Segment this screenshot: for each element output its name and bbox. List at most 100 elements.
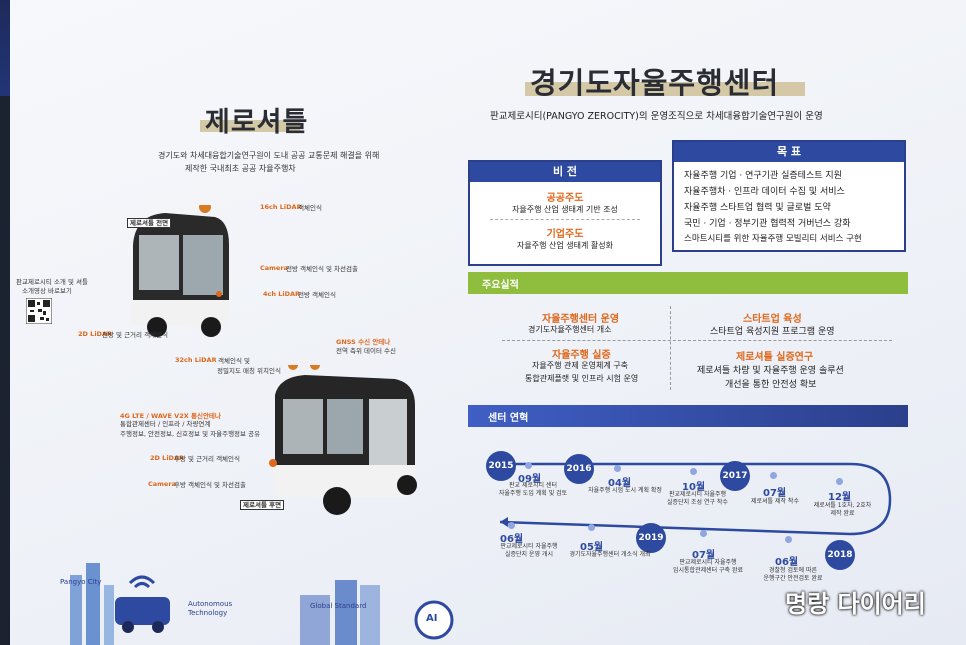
event-bottom-4-desc: 경찰청 검토에 따른 운행구간 안전검토 완료	[763, 567, 823, 582]
camera-front-label: Camera	[260, 264, 288, 272]
event-bottom-4-month: 06월	[775, 557, 799, 568]
camera-rear-desc: 후방 객체인식 및 차선검출	[174, 481, 246, 489]
year-2019: 2019	[636, 523, 666, 553]
event-bottom-2-month: 05월	[580, 542, 604, 553]
technology-label: Technology	[188, 609, 228, 617]
achievement-4-desc-1: 제로셔틀 차량 및 자율주행 운영 솔루션	[697, 366, 844, 376]
front-label: 제로셔틀 전면	[127, 218, 172, 229]
achievements-head: 주요실적	[482, 280, 519, 291]
event-top-1-month: 09월	[518, 474, 542, 485]
v2x-desc-1: 통합관제센터 / 인프라 / 차량연계	[120, 420, 211, 428]
qr-caption-2: 소개영상 바로보기	[22, 287, 72, 295]
v2x-label: 4G LTE / WAVE V2X 통신안테나	[120, 412, 221, 420]
achievement-4-title: 제로셔틀 실증연구	[736, 352, 814, 363]
achievement-3-title: 자율주행 실증	[552, 350, 611, 361]
timeline-dot	[525, 462, 532, 469]
vision-item2-title: 기업주도	[546, 229, 584, 240]
achievement-2-title: 스타트업 육성	[743, 314, 802, 325]
event-bottom-1-month: 06월	[500, 534, 524, 545]
lidar32-label: 32ch LiDAR	[175, 356, 217, 364]
timeline-dot	[836, 478, 843, 485]
event-top-5-desc: 제로셔틀 1호차, 2호차 제작 완료	[813, 502, 872, 517]
goal-item-1: 자율주행 기업 · 연구기관 실증테스트 지원	[684, 171, 842, 181]
event-top-2-month: 04월	[608, 478, 632, 489]
right-title-highlight	[525, 82, 805, 96]
achievement-3-desc-2: 통합관제플랫 및 인프라 시험 운영	[525, 374, 639, 383]
lidar32-desc-1: 객체인식 및	[218, 357, 250, 365]
event-bottom-2-desc: 경기도자율주행센터 개소식 개최	[569, 551, 651, 558]
goal-head: 목 표	[674, 142, 904, 162]
gnss-desc: 전역 측위 데이터 수신	[336, 347, 397, 355]
right-subtitle: 판교제로시티(PANGYO ZEROCITY)의 운영조직으로 차세대융합기술연…	[490, 111, 823, 122]
achievements-hdivider	[502, 340, 892, 341]
goal-item-4: 국민 · 기업 · 정부기관 협력적 거버넌스 강화	[684, 219, 851, 229]
achievement-1-desc: 경기도자율주행센터 개소	[528, 325, 612, 334]
vision-box: 비 전 공공주도 자율주행 산업 생태계 기반 조성 기업주도 자율주행 산업 …	[468, 160, 662, 266]
goal-item-2: 자율주행차 · 인프라 데이터 수집 및 서비스	[684, 187, 845, 197]
timeline-dot	[690, 468, 697, 475]
autonomous-label: Autonomous	[188, 600, 233, 608]
achievement-2-desc: 스타트업 육성지원 프로그램 운영	[710, 327, 835, 337]
event-top-1-desc: 판교 제로시티 센터 자율주행 도입 계획 및 검토	[498, 482, 568, 497]
achievements-bar	[468, 272, 908, 294]
event-bottom-3-desc: 판교제로시티 자율주행 임시통합관제센터 구축 완료	[672, 559, 744, 574]
v2x-desc-2: 주행정보, 안전정보, 신호정보 및 자율주행정보 공유	[120, 430, 261, 438]
gnss-label: GNSS 수신 안테나	[336, 338, 391, 346]
achievements-vdivider	[670, 306, 671, 390]
vision-divider	[490, 219, 640, 220]
goal-box: 목 표 자율주행 기업 · 연구기관 실증테스트 지원 자율주행차 · 인프라 …	[672, 140, 906, 252]
timeline-dot	[588, 524, 595, 531]
camera-front-desc: 전방 객체인식 및 차선검출	[286, 265, 358, 273]
pangyo-city-label: Pangyo City	[60, 578, 102, 586]
lidar4-label: 4ch LiDAR	[263, 290, 301, 298]
event-bottom-3-month: 07월	[692, 550, 716, 561]
lidar2d-rear-desc: 후방 및 근거리 객체인식	[174, 455, 240, 463]
event-top-4-desc: 제로셔틀 제작 착수	[751, 498, 799, 505]
lidar2d-front-desc: 전방 및 근거리 객체인식	[102, 331, 168, 339]
year-2017: 2017	[720, 461, 750, 491]
left-subtitle-2: 제작한 국내최초 공공 자율주행차	[185, 164, 296, 173]
left-title: 제로셔틀	[205, 107, 309, 138]
watermark: 명랑 다이어리	[785, 590, 926, 618]
lidar32-desc-2: 정밀지도 매칭 위치인식	[217, 367, 281, 375]
title-highlight	[200, 120, 300, 132]
year-2016: 2016	[564, 454, 594, 484]
vision-item1-title: 공공주도	[546, 193, 584, 204]
timeline-dot	[770, 472, 777, 479]
year-2018: 2018	[825, 540, 855, 570]
vision-head: 비 전	[470, 162, 660, 182]
lidar2d-front-label: 2D LiDAR	[78, 330, 112, 338]
year-2015: 2015	[486, 451, 516, 481]
vision-item2-desc: 자율주행 산업 생태계 활성화	[517, 241, 613, 250]
event-top-3-desc: 판교제로시티 자율주행 실증단지 조성 연구 착수	[667, 491, 728, 506]
lidar16-desc: 객체인식	[298, 204, 322, 212]
vision-item1-desc: 자율주행 산업 생태계 기반 조성	[512, 205, 618, 214]
lidar4-desc: 전방 객체인식	[298, 291, 336, 299]
goal-item-5: 스마트시티를 위한 자율주행 모빌리티 서비스 구현	[684, 234, 862, 244]
timeline-dot	[508, 522, 515, 529]
event-top-3-month: 10월	[682, 482, 706, 493]
qr-caption-1: 판교제로시티 소개 및 셔틀	[16, 278, 88, 286]
rear-label: 제로셔틀 후면	[240, 500, 285, 511]
lidar16-label: 16ch LiDAR	[260, 203, 302, 211]
timeline-dot	[614, 465, 621, 472]
poster-panel: 제로셔틀 경기도와 차세대융합기술연구원이 도내 공공 교통문제 해결을 위해 …	[10, 0, 966, 645]
lidar2d-rear-label: 2D LiDAR	[150, 454, 184, 462]
timeline-track	[480, 450, 910, 560]
shuttle-front-image	[125, 201, 235, 344]
shuttle-rear-image	[265, 360, 425, 519]
history-bar	[468, 405, 908, 427]
right-title: 경기도자율주행센터	[530, 66, 780, 100]
event-bottom-1-desc: 판교제로시티 자율주행 실증단지 운영 개시	[500, 543, 558, 558]
event-top-4-month: 07월	[763, 488, 787, 499]
bottom-city-strip	[10, 555, 460, 645]
global-standard-label: Global Standard	[310, 602, 367, 610]
timeline-dot	[785, 536, 792, 543]
camera-rear-label: Camera	[148, 480, 176, 488]
ai-label: AI	[426, 613, 438, 624]
qr-code	[25, 297, 53, 325]
achievement-3-desc-1: 자율주행 관제 운영체계 구축	[532, 361, 628, 370]
event-top-5-month: 12월	[828, 492, 852, 503]
history-head: 센터 연혁	[488, 413, 529, 424]
